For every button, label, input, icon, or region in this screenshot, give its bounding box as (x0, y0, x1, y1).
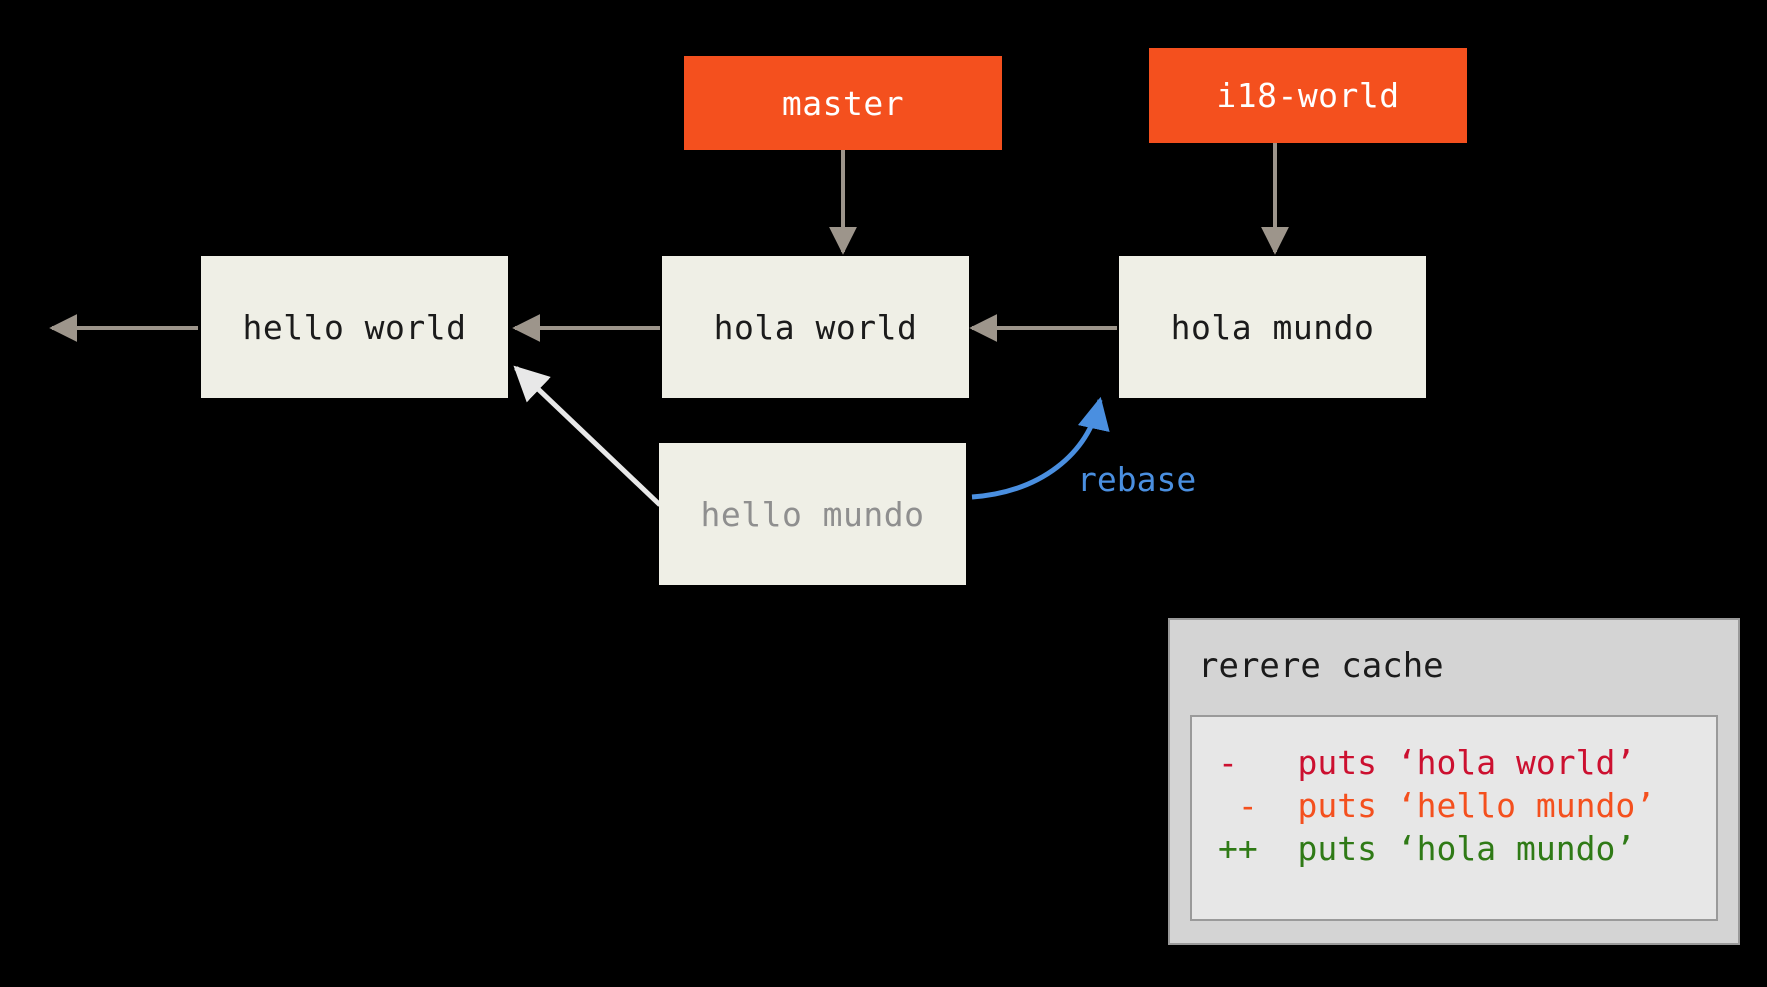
commit-node-hello-mundo[interactable]: hello mundo (659, 443, 966, 585)
diff-line-delete-hello-mundo: - puts ‘hello mundo’ (1218, 786, 1656, 825)
branch-label-i18-world[interactable]: i18-world (1149, 48, 1467, 143)
rerere-cache-panel: rerere cache - puts ‘hola world’ - puts … (1168, 618, 1740, 945)
arrow-hello-mundo-to-hello-world (513, 365, 662, 507)
commit-label-hello-world: hello world (242, 307, 467, 347)
rerere-cache-title: rerere cache (1198, 646, 1444, 686)
branch-label-i18-world-text: i18-world (1216, 76, 1400, 115)
commit-node-hola-world[interactable]: hola world (662, 256, 969, 398)
commit-label-hello-mundo: hello mundo (700, 494, 925, 534)
commit-node-hello-world[interactable]: hello world (201, 256, 508, 398)
commit-label-hola-mundo: hola mundo (1170, 307, 1375, 347)
diff-line-delete-hola-world: - puts ‘hola world’ (1218, 743, 1636, 782)
rerere-cache-diff-box: - puts ‘hola world’ - puts ‘hello mundo’… (1190, 715, 1718, 921)
branch-label-master-text: master (781, 83, 905, 123)
rebase-annotation-label: rebase (1077, 460, 1197, 499)
branch-label-master[interactable]: master (684, 56, 1002, 150)
commit-label-hola-world: hola world (713, 307, 918, 347)
commit-node-hola-mundo[interactable]: hola mundo (1119, 256, 1426, 398)
diff-line-add-hola-mundo: ++ puts ‘hola mundo’ (1218, 829, 1636, 868)
